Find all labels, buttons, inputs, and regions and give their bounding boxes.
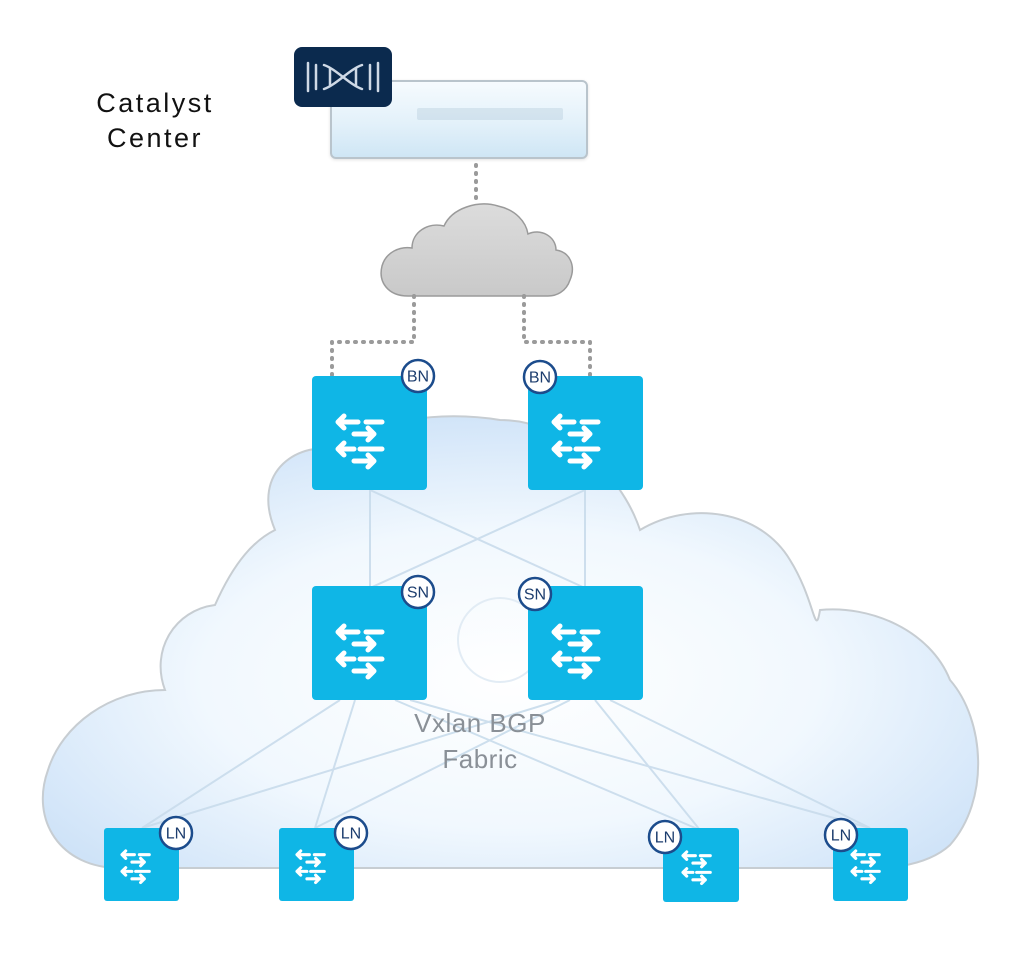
ln-badge: LN [647,819,683,855]
ln-badge-label: LN [166,826,186,843]
fabric-cloud [41,415,980,870]
leaf-node-1[interactable]: LN [104,815,194,901]
fabric-label-line2: Fabric [442,744,518,774]
catalyst-center-logo-icon [294,47,392,107]
ln-badge: LN [333,815,369,851]
spine-node-2[interactable]: SN [517,576,643,700]
ln-badge-label: LN [655,830,675,847]
ln-badge: LN [158,815,194,851]
leaf-node-3[interactable]: LN [647,819,739,902]
ln-badge: LN [823,817,859,853]
bn-badge: BN [400,358,436,394]
fabric-links [141,489,871,831]
wan-cloud-icon [380,203,574,297]
fabric-label-line1: Vxlan BGP [414,708,546,738]
bn-badge-label: BN [407,369,429,386]
bn-badge: BN [522,359,558,395]
dotted-links [330,163,592,382]
sn-badge: SN [400,574,436,610]
sn-badge-label: SN [407,585,429,602]
catalyst-center-screen-shade [417,108,563,120]
border-node-2[interactable]: BN [522,359,643,490]
sn-badge-label: SN [524,587,546,604]
border-node-1[interactable]: BN [312,358,436,490]
sn-badge: SN [517,576,553,612]
ln-badge-label: LN [341,826,361,843]
catalyst-center-label: Catalyst Center [96,88,214,153]
leaf-node-4[interactable]: LN [823,817,908,901]
bn-badge-label: BN [529,370,551,387]
spine-node-1[interactable]: SN [312,574,436,700]
leaf-node-2[interactable]: LN [279,815,369,901]
ln-badge-label: LN [831,828,851,845]
